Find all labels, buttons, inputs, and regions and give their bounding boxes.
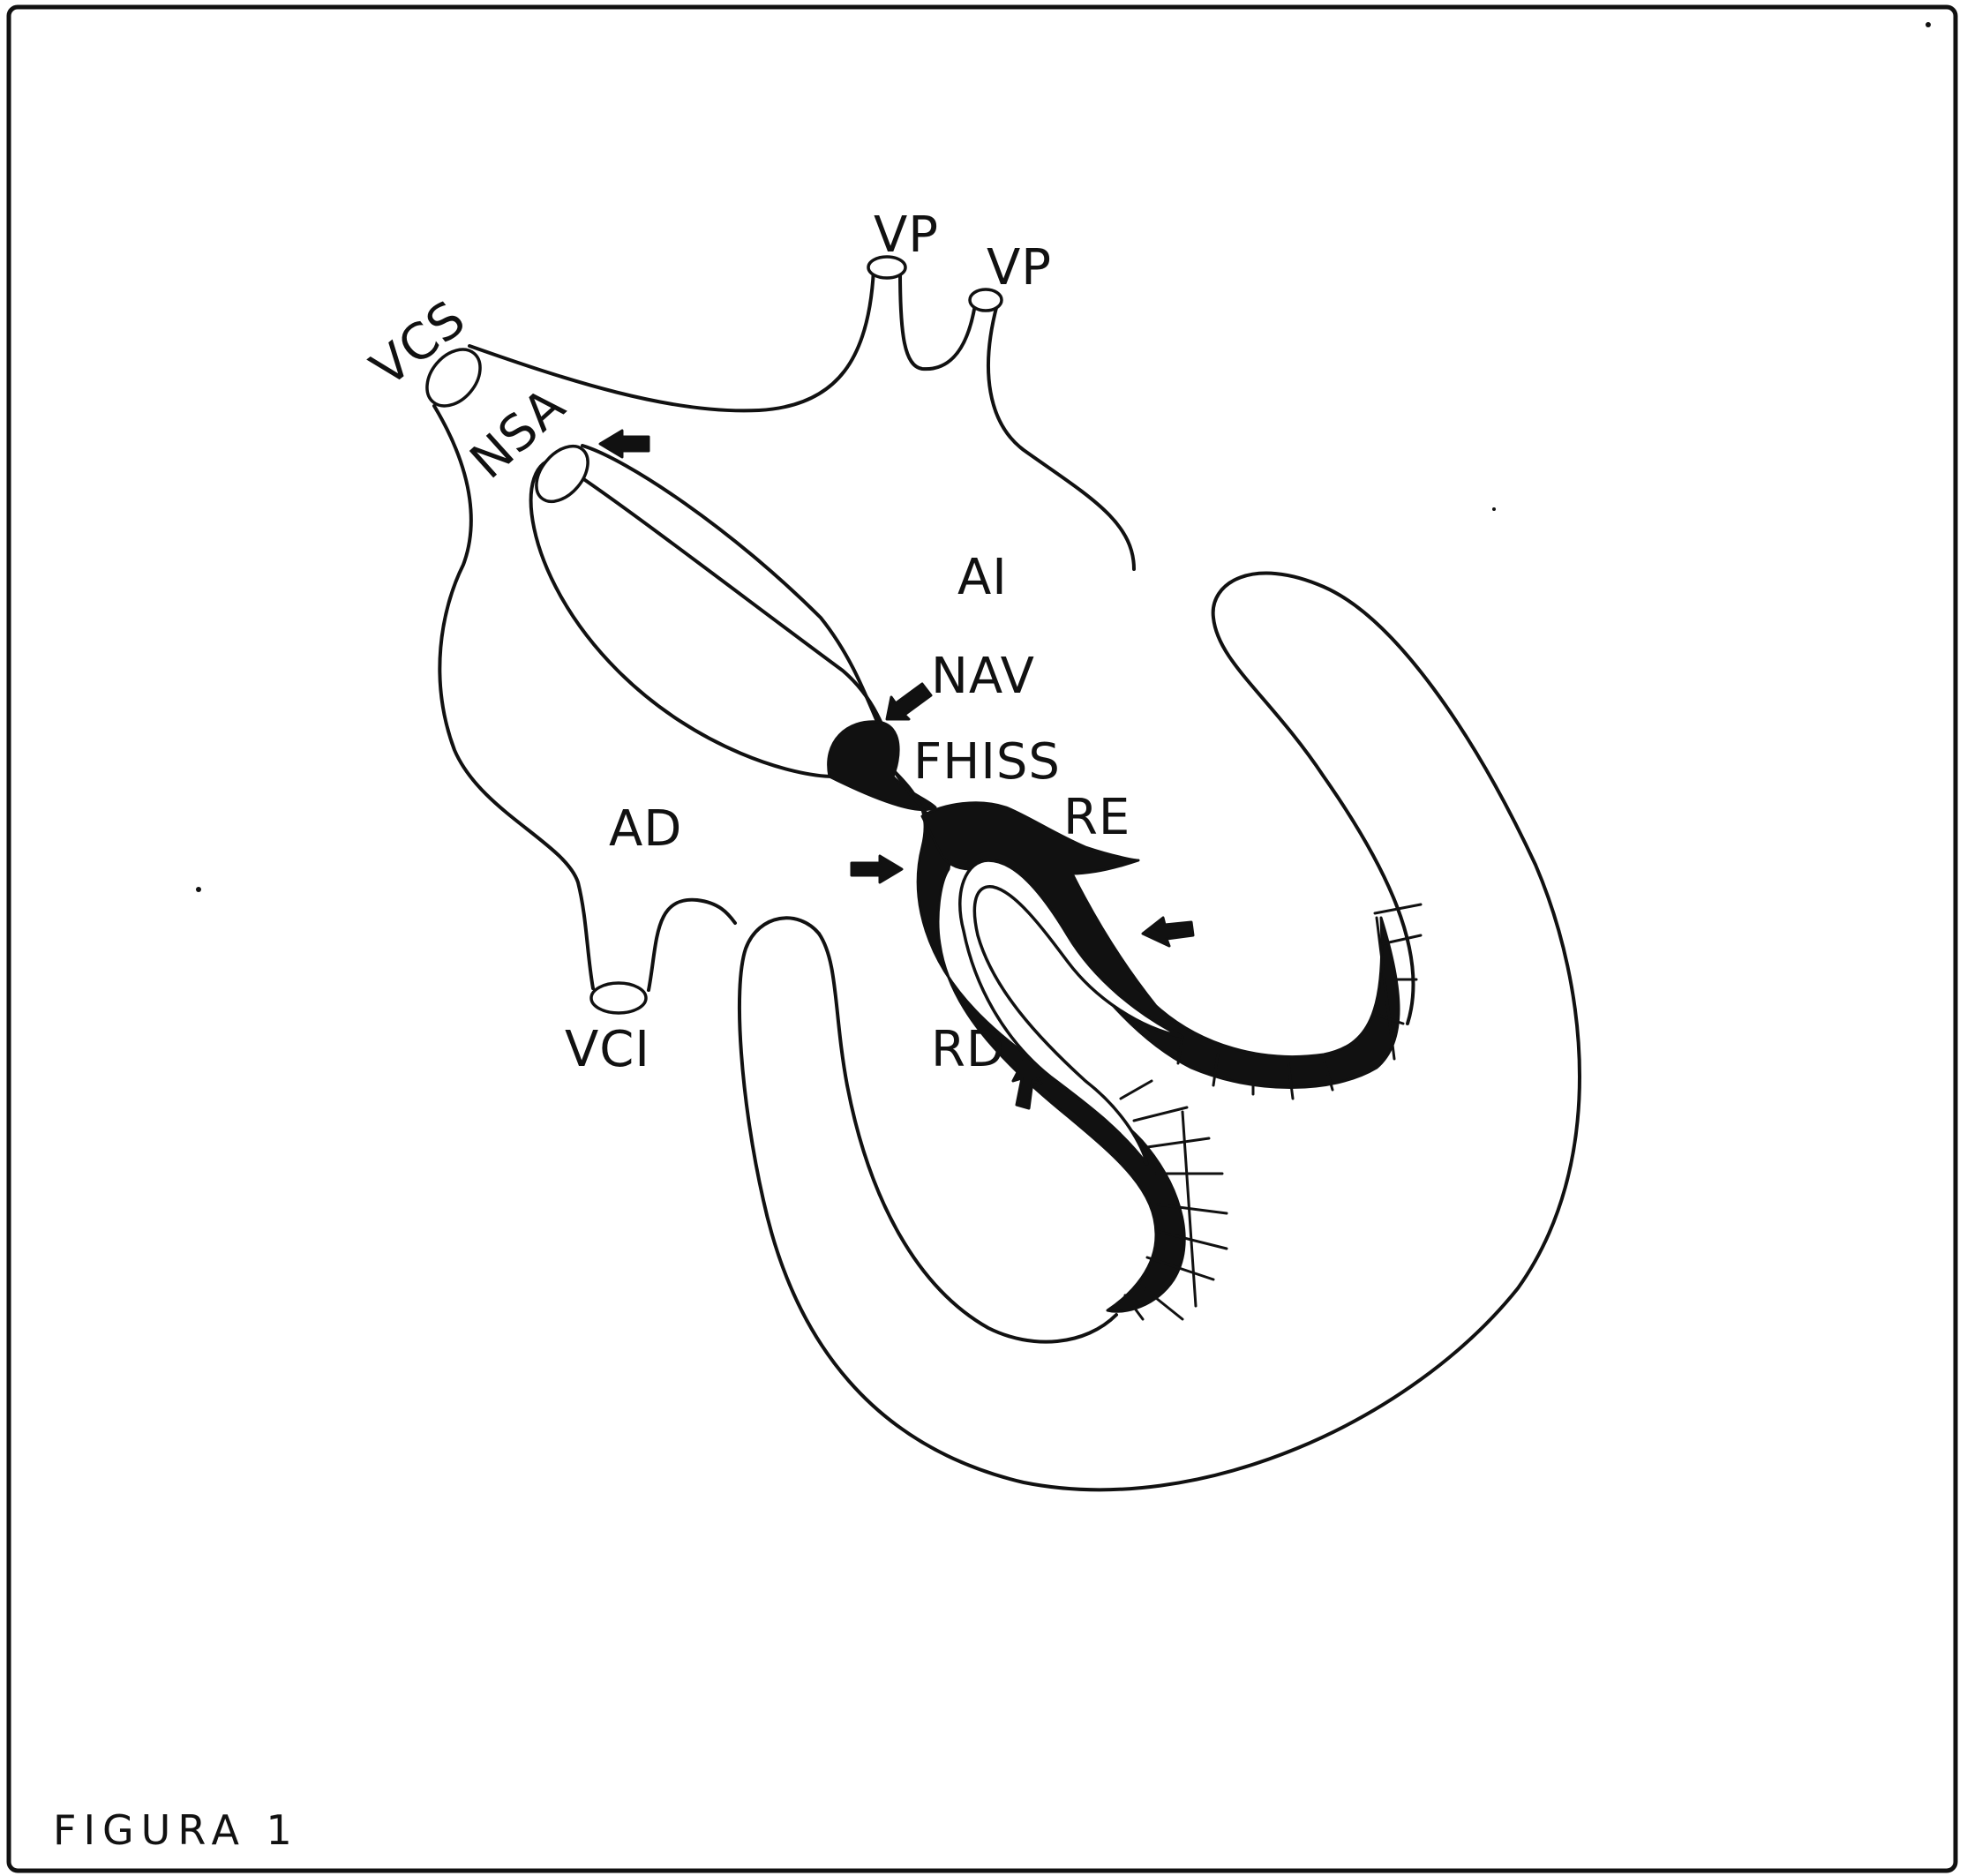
- label-ad: AD: [609, 800, 682, 858]
- speck: [1926, 22, 1931, 27]
- speck: [196, 887, 201, 892]
- label-re: RE: [1063, 789, 1130, 846]
- figure-caption: FIGURA 1: [53, 1806, 299, 1854]
- figure-frame: [9, 7, 1956, 1871]
- arrow-to-nsa: [600, 431, 649, 457]
- label-nav: NAV: [931, 648, 1035, 705]
- label-vci: VCI: [565, 1021, 650, 1078]
- label-vp-1: VP: [874, 206, 939, 264]
- label-vp-2: VP: [987, 239, 1052, 296]
- arrow-to-nav: [887, 684, 931, 719]
- label-rd: RD: [931, 1021, 1005, 1078]
- vci-vessel: [591, 983, 646, 1013]
- speck: [1492, 507, 1496, 511]
- label-fhiss: FHISS: [913, 733, 1061, 791]
- arrow-to-his: [852, 856, 902, 882]
- arrow-to-re: [1143, 918, 1193, 946]
- sa-node-bundle: [526, 437, 890, 777]
- label-ai: AI: [957, 549, 1008, 606]
